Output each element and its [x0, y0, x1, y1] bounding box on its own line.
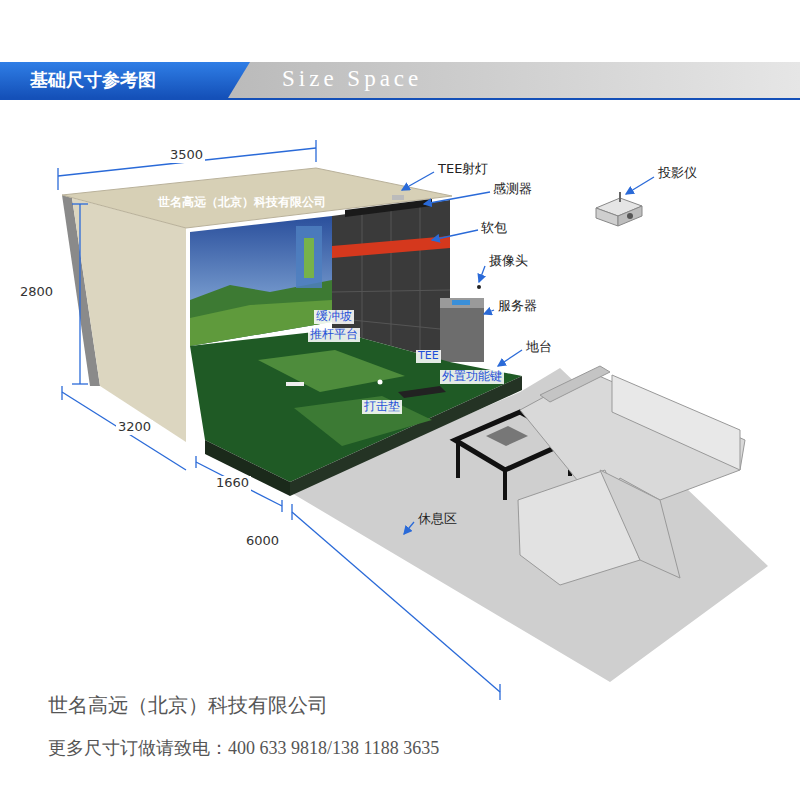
header-subtitle: Size Space — [282, 66, 422, 92]
part-label: 缓冲坡 — [314, 310, 354, 324]
callout-label: 摄像头 — [489, 254, 528, 269]
part-label: 打击垫 — [362, 400, 402, 414]
callout-label: 服务器 — [498, 299, 537, 314]
dimension: 2800 — [18, 285, 55, 300]
callout-label: 投影仪 — [658, 166, 697, 181]
callout-label: 休息区 — [418, 512, 457, 527]
dimension: 3200 — [116, 420, 153, 435]
callout-label: 软包 — [481, 221, 507, 236]
footer-company: 世名高远（北京）科技有限公司 — [48, 694, 328, 717]
part-label: 推杆平台 — [308, 328, 360, 342]
callout-label: 感测器 — [493, 182, 532, 197]
dimension: 6000 — [244, 534, 281, 549]
callout-label: 地台 — [526, 340, 552, 355]
company-name: 世名高远（北京）科技有限公司 — [158, 196, 326, 210]
dimension: 3500 — [168, 148, 205, 163]
part-label: 外置功能键 — [440, 370, 504, 384]
part-label: TEE — [416, 350, 441, 363]
dimension: 1660 — [214, 476, 251, 491]
header-title: 基础尺寸参考图 — [30, 70, 156, 91]
footer-contact: 更多尺寸订做请致电：400 633 9818/138 1188 3635 — [48, 738, 439, 759]
callout-label: TEE射灯 — [438, 162, 488, 177]
